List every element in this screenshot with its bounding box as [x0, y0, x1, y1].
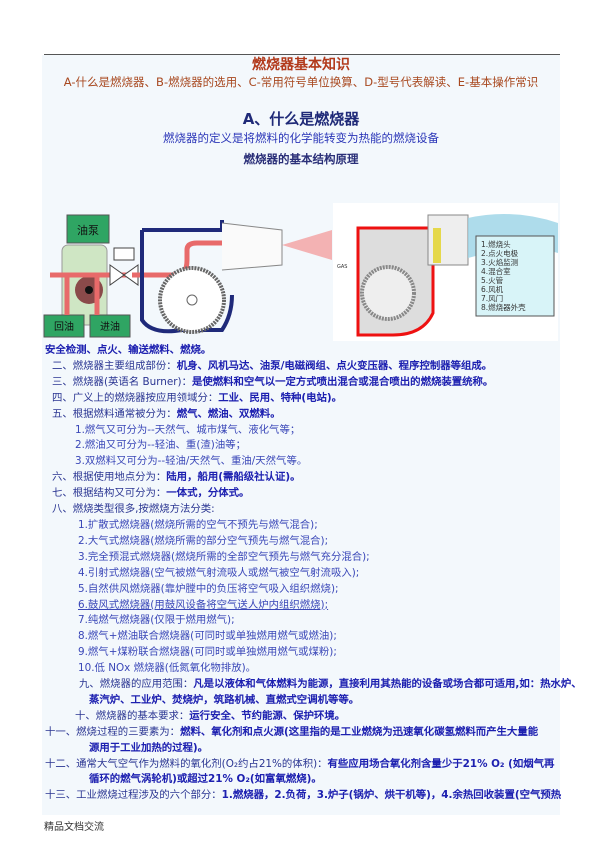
- item-value: 陆用，船用(需船级社认证)。: [166, 471, 301, 484]
- page-title: 燃烧器基本知识: [252, 57, 350, 73]
- svg-text:5.火管: 5.火管: [481, 275, 504, 285]
- list-item: 三、燃烧器(英语名 Burner)：是使燃料和空气以一定方式喷出混合或混合喷出的…: [42, 375, 562, 391]
- svg-text:4.混合室: 4.混合室: [481, 266, 511, 276]
- item-label: 1.扩散式燃烧器(燃烧所需的空气不预先与燃气混合);: [78, 518, 318, 531]
- item-label: 5.自然供风燃烧器(靠炉膛中的负压将空气吸入组织燃烧);: [78, 582, 339, 595]
- gas-label: GAS: [337, 264, 347, 270]
- list-item: 循环的燃气涡轮机)或超过21% O₂(如富氧燃烧)。: [42, 772, 562, 788]
- list-item: 2.大气式燃烧器(燃烧所需的部分空气预先与燃气混合);: [42, 534, 562, 550]
- list-item: 10.低 NOx 燃烧器(低氮氧化物排放)。: [42, 661, 562, 677]
- list-item: 3.完全预混式燃烧器(燃烧所需的全部空气预先与燃气充分混合);: [42, 550, 562, 566]
- structure-title: 燃烧器的基本结构原理: [243, 152, 359, 166]
- item-label: 1.燃气又可分为--天然气、城市煤气、液化气等；: [75, 423, 301, 436]
- list-item: 十、燃烧器的基本要求：运行安全、节约能源、保护环境。: [42, 709, 562, 725]
- item-label: 三、燃烧器(英语名 Burner)：: [52, 375, 192, 388]
- item-value: 是使燃料和空气以一定方式喷出混合或混合喷出的燃烧装置统称。: [191, 375, 494, 388]
- item-label: 2.燃油又可分为--轻油、重(渣)油等；: [75, 439, 246, 452]
- list-item: 十二、通常大气空气作为燃料的氧化剂(O₂约占21%的体积)：有些应用场合氧化剂含…: [42, 757, 562, 773]
- item-label: 十二、通常大气空气作为燃料的氧化剂(O₂约占21%的体积)：: [45, 757, 328, 770]
- item-label: 七、根据结构又可分为：: [52, 487, 167, 500]
- item-label: 8.燃气+燃油联合燃烧器(可同时或单独燃用燃气或燃油);: [78, 630, 337, 643]
- item-label: 二、燃烧器主要组成部份：: [52, 359, 177, 372]
- list-item: 八、燃烧类型很多,按燃烧方法分类:: [42, 502, 562, 518]
- list-item: 五、根据燃料通常被分为：燃气、燃油、双燃料。: [42, 407, 562, 423]
- list-item: 4.引射式燃烧器(空气被燃气射流吸人或燃气被空气射流吸入);: [42, 566, 562, 582]
- list-item: 十一、燃烧过程的三要素为：燃料、氧化剂和点火源(这里指的是工业燃烧为迅速氧化碳氢…: [42, 725, 562, 741]
- list-item: 2.燃油又可分为--轻油、重(渣)油等；: [42, 438, 562, 454]
- list-item: 8.燃气+燃油联合燃烧器(可同时或单独燃用燃气或燃油);: [42, 629, 562, 645]
- item-label: 十三、工业燃烧过程涉及的六个部分：: [45, 789, 222, 802]
- list-item: 安全检测、点火、输送燃料、燃烧。: [42, 343, 562, 359]
- list-item: 七、根据结构又可分为：一体式，分体式。: [42, 486, 562, 502]
- item-value: 机身、风机马达、油泵/电磁阀组、点火变压器、程序控制器等组成。: [176, 359, 493, 372]
- list-item: 源用于工业加热的过程)。: [42, 741, 562, 757]
- svg-text:1.燃烧头: 1.燃烧头: [481, 239, 511, 249]
- item-value: 燃气、燃油、双燃料。: [176, 407, 281, 420]
- list-item: 十三、工业燃烧过程涉及的六个部分：1.燃烧器，2.负荷，3.炉子(锅炉、烘干机等…: [42, 788, 562, 804]
- list-item: 7.纯燃气燃烧器(仅限于燃用燃气);: [42, 613, 562, 629]
- item-label: 十、燃烧器的基本要求：: [75, 709, 190, 722]
- item-label: 7.纯燃气燃烧器(仅限于燃用燃气);: [78, 614, 235, 627]
- list-item: 六、根据使用地点分为：陆用，船用(需船级社认证)。: [42, 470, 562, 486]
- definition-text: 燃烧器的定义是将燃料的化学能转变为热能的燃烧设备: [163, 131, 439, 145]
- list-item: 1.燃气又可分为--天然气、城市煤气、液化气等；: [42, 423, 562, 439]
- item-value: 有些应用场合氧化剂含量少于21% O₂ (如烟气再: [327, 757, 555, 770]
- item-value: 循环的燃气涡轮机)或超过21% O₂(如富氧燃烧)。: [89, 773, 322, 786]
- section-title: A、什么是燃烧器: [242, 110, 360, 128]
- svg-text:8.燃烧器外壳: 8.燃烧器外壳: [481, 302, 526, 312]
- list-item: 9.燃气+煤粉联合燃烧器(可同时或单独燃用燃气或煤粉);: [42, 645, 562, 661]
- list-item: 二、燃烧器主要组成部份：机身、风机马达、油泵/电磁阀组、点火变压器、程序控制器等…: [42, 359, 562, 375]
- pump-label: 油泵: [77, 223, 99, 237]
- item-value: 源用于工业加热的过程)。: [89, 741, 209, 754]
- item-label: 五、根据燃料通常被分为：: [52, 407, 177, 420]
- item-label: 3.双燃料又可分为--轻油/天然气、重油/天然气等。: [75, 455, 308, 468]
- inlet-oil-label: 进油: [100, 320, 120, 333]
- item-label: 十一、燃烧过程的三要素为：: [45, 725, 181, 738]
- list-item: 1.扩散式燃烧器(燃烧所需的空气不预先与燃气混合);: [42, 518, 562, 534]
- knowledge-list: 安全检测、点火、输送燃料、燃烧。二、燃烧器主要组成部份：机身、风机马达、油泵/电…: [42, 343, 582, 804]
- item-value: 运行安全、节约能源、保护环境。: [189, 709, 346, 722]
- item-label: 3.完全预混式燃烧器(燃烧所需的全部空气预先与燃气充分混合);: [78, 550, 370, 563]
- item-label: 9.燃气+煤粉联合燃烧器(可同时或单独燃用燃气或煤粉);: [78, 646, 337, 659]
- gas-burner-diagram: GAS 1.燃烧头 2.点火电极 3.火焰监测 4.混合室 5.火管 6.风机 …: [333, 203, 558, 341]
- item-value: 一体式，分体式。: [166, 487, 250, 500]
- page-subtitle: A-什么是燃烧器、B-燃烧器的选用、C-常用符号单位换算、D-型号代表解读、E-…: [63, 75, 539, 89]
- item-value: 燃料、氧化剂和点火源(这里指的是工业燃烧为迅速氧化碳氢燃料而产生大量能: [180, 725, 539, 738]
- item-value: 1.燃烧器，2.负荷，3.炉子(锅炉、烘干机等)，4.余热回收装置(空气预热: [221, 789, 562, 802]
- svg-text:2.点火电极: 2.点火电极: [481, 248, 519, 258]
- list-item: 四、广义上的燃烧器按应用领域分：工业、民用、特种(电站)。: [42, 391, 562, 407]
- svg-text:6.风机: 6.风机: [481, 284, 504, 294]
- item-label: 10.低 NOx 燃烧器(低氮氧化物排放)。: [78, 662, 257, 675]
- list-item: 九、燃烧器的应用范围：凡是以液体和气体燃料为能源，直接利用其热能的设备或场合都可…: [42, 677, 582, 693]
- item-label: 八、燃烧类型很多,按燃烧方法分类:: [52, 503, 215, 516]
- item-label: 四、广义上的燃烧器按应用领域分：: [52, 391, 219, 404]
- footer-text: 精品文档交流: [44, 822, 104, 833]
- item-label: 4.引射式燃烧器(空气被燃气射流吸人或燃气被空气射流吸入);: [78, 566, 360, 579]
- item-value: 工业、民用、特种(电站)。: [218, 391, 343, 404]
- item-value: 凡是以液体和气体燃料为能源，直接利用其热能的设备或场合都可适用,如：热水炉、: [193, 678, 582, 691]
- svg-text:3.火焰监测: 3.火焰监测: [481, 257, 518, 267]
- list-item: 蒸汽炉、工业炉、焚烧炉，筑路机械、直燃式空调机等等。: [42, 693, 562, 709]
- item-label: 6.鼓风式燃烧器(用鼓风设备将空气送人炉内组织燃烧);: [78, 598, 329, 611]
- svg-text:7.风门: 7.风门: [481, 294, 503, 303]
- list-item: 6.鼓风式燃烧器(用鼓风设备将空气送人炉内组织燃烧);: [42, 598, 562, 614]
- return-oil-label: 回油: [54, 320, 74, 333]
- list-item: 3.双燃料又可分为--轻油/天然气、重油/天然气等。: [42, 454, 562, 470]
- item-label: 六、根据使用地点分为：: [52, 471, 167, 484]
- top-divider: [44, 54, 560, 55]
- content-panel: [42, 55, 560, 815]
- item-label: 2.大气式燃烧器(燃烧所需的部分空气预先与燃气混合);: [78, 534, 329, 547]
- oil-burner-diagram: 油泵 回油 进油: [43, 214, 332, 338]
- item-label: 九、燃烧器的应用范围：: [79, 678, 194, 691]
- item-value: 安全检测、点火、输送燃料、燃烧。: [45, 344, 212, 356]
- list-item: 5.自然供风燃烧器(靠炉膛中的负压将空气吸入组织燃烧);: [42, 582, 562, 598]
- item-value: 蒸汽炉、工业炉、焚烧炉，筑路机械、直燃式空调机等等。: [89, 693, 360, 706]
- legend: 1.燃烧头 2.点火电极 3.火焰监测 4.混合室 5.火管 6.风机 7.风门…: [481, 239, 526, 312]
